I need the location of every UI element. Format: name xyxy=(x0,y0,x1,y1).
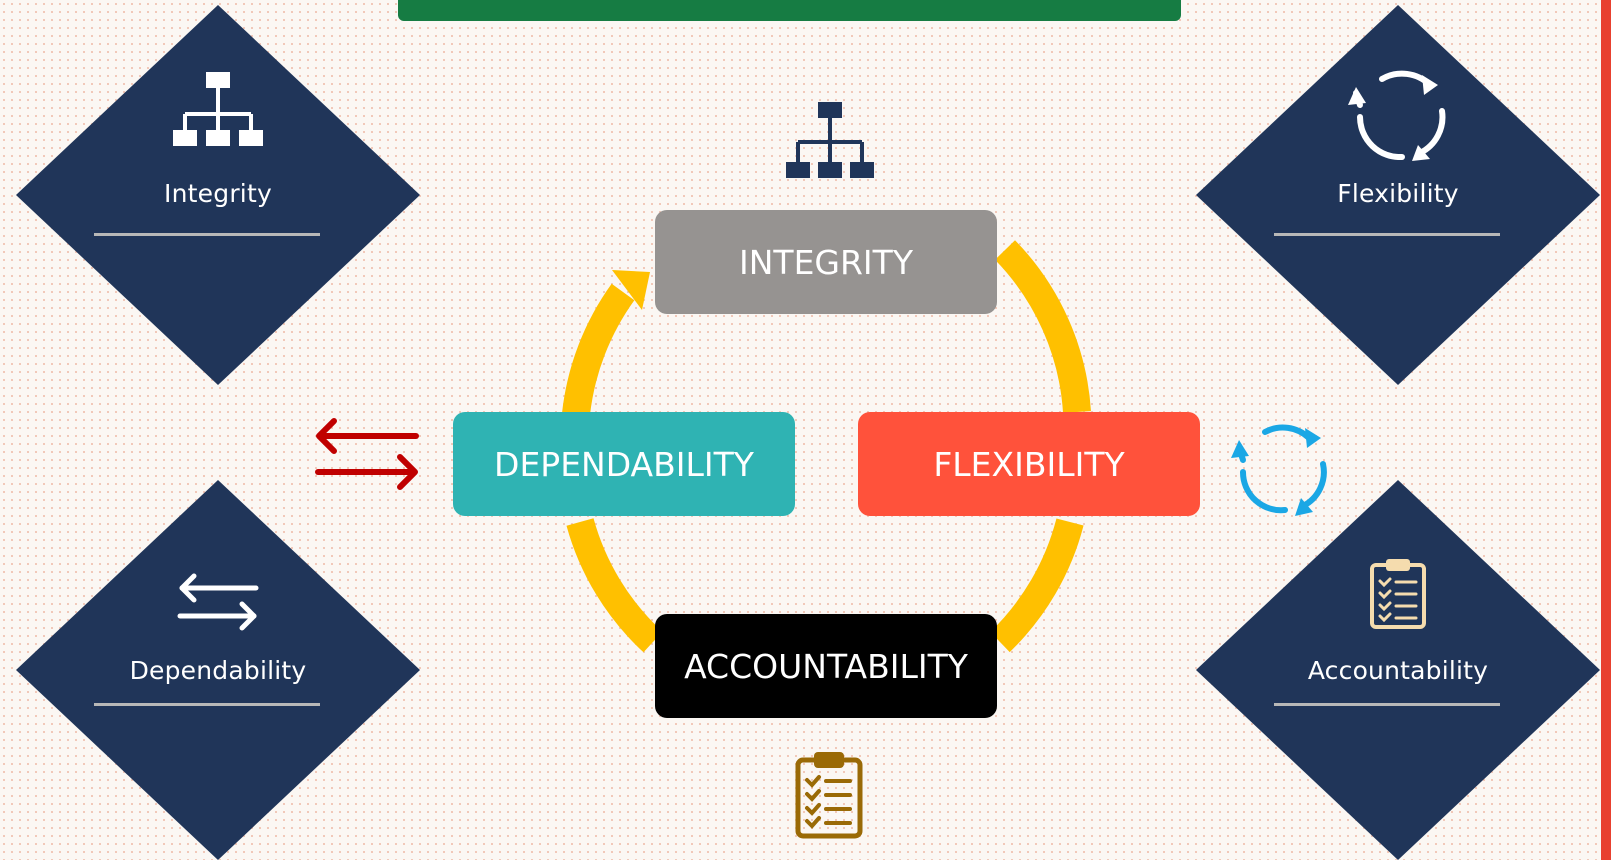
diamond-integrity-divider xyxy=(94,233,320,236)
diamond-integrity: Integrity xyxy=(16,5,420,385)
diamond-dependability-label: Dependability xyxy=(129,656,307,685)
diamond-accountability: Accountability xyxy=(1196,480,1600,860)
box-accountability-label: ACCOUNTABILITY xyxy=(684,646,968,686)
right-edge-stripe xyxy=(1601,0,1611,860)
title-banner xyxy=(398,0,1181,21)
diamond-accountability-label: Accountability xyxy=(1307,656,1489,685)
diamond-flexibility-divider xyxy=(1274,233,1500,236)
box-integrity-label: INTEGRITY xyxy=(739,242,913,282)
box-accountability: ACCOUNTABILITY xyxy=(655,614,997,718)
diamond-dependability: Dependability xyxy=(16,480,420,860)
ring-arc-top-right xyxy=(994,240,1091,414)
ring-arc-bottom-right xyxy=(990,518,1084,653)
exchange-arrows-icon xyxy=(314,416,420,495)
diamond-flexibility: Flexibility xyxy=(1196,5,1600,385)
hierarchy-icon xyxy=(16,70,420,152)
clipboard-checklist-icon xyxy=(794,750,864,845)
diamond-flexibility-label: Flexibility xyxy=(1337,179,1459,208)
diamond-accountability-divider xyxy=(1274,703,1500,706)
ring-arc-top-left xyxy=(562,283,635,416)
diamond-dependability-divider xyxy=(94,703,320,706)
ring-arc-bottom-left xyxy=(566,518,663,653)
cycle-icon xyxy=(1196,65,1600,165)
exchange-arrows-icon xyxy=(16,572,420,634)
box-dependability-label: DEPENDABILITY xyxy=(494,444,754,484)
diamond-integrity-label: Integrity xyxy=(164,179,272,208)
cycle-icon xyxy=(1231,420,1331,523)
box-flexibility: FLEXIBILITY xyxy=(858,412,1200,516)
box-flexibility-label: FLEXIBILITY xyxy=(933,444,1125,484)
box-dependability: DEPENDABILITY xyxy=(453,412,795,516)
hierarchy-icon xyxy=(784,100,876,185)
ring-arrowhead xyxy=(612,270,650,310)
box-integrity: INTEGRITY xyxy=(655,210,997,314)
clipboard-checklist-icon xyxy=(1196,557,1600,629)
